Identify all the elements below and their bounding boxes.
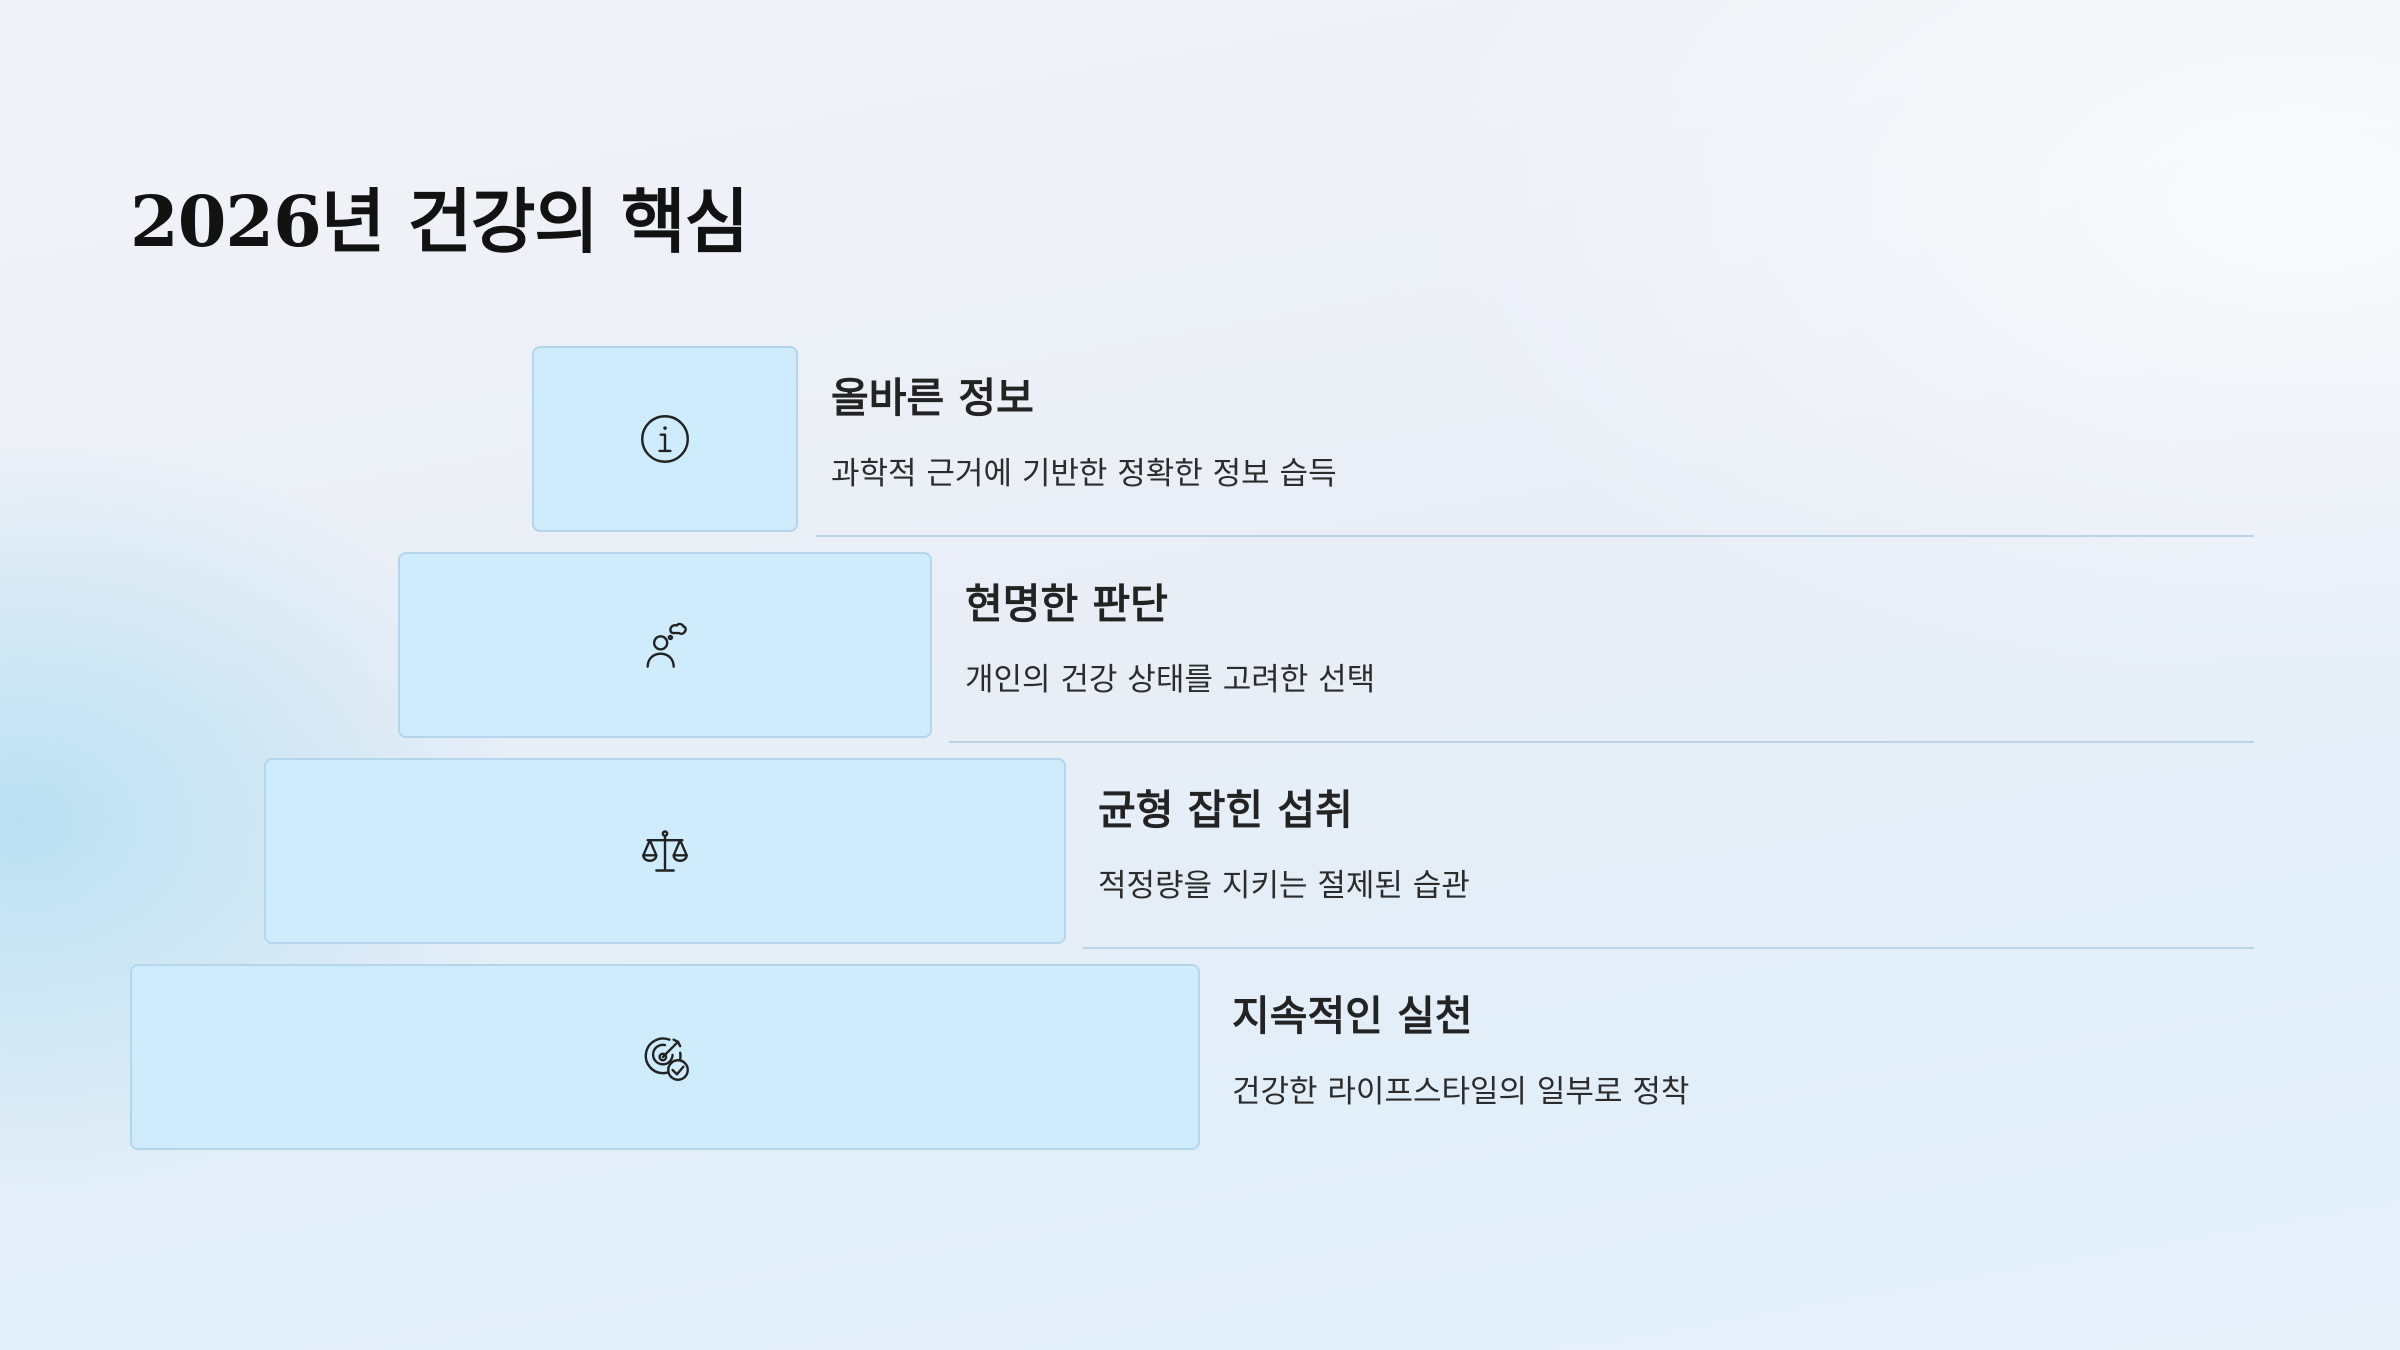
balance-scale-icon — [639, 825, 691, 877]
page-title: 2026년 건강의 핵심 — [130, 180, 749, 263]
step-divider-2 — [949, 741, 2254, 743]
step-description-1: 과학적 근거에 기반한 정확한 정보 습득 — [831, 456, 1337, 492]
step-description-3: 적정량을 지키는 절제된 습관 — [1098, 868, 1470, 904]
step-box-4 — [130, 964, 1200, 1150]
person-thinking-icon — [639, 619, 691, 671]
step-title-4: 지속적인 실천 — [1232, 992, 1473, 1040]
step-box-1 — [532, 346, 798, 532]
step-box-3 — [264, 758, 1066, 944]
step-title-3: 균형 잡힌 섭취 — [1098, 786, 1353, 834]
step-title-1: 올바른 정보 — [831, 374, 1034, 422]
step-box-2 — [398, 552, 932, 738]
step-description-4: 건강한 라이프스타일의 일부로 정착 — [1232, 1074, 1690, 1110]
step-description-2: 개인의 건강 상태를 고려한 선택 — [965, 662, 1376, 698]
info-icon — [639, 413, 691, 465]
step-title-2: 현명한 판단 — [965, 580, 1168, 628]
step-divider-1 — [816, 535, 2254, 537]
target-check-icon — [639, 1031, 691, 1083]
step-divider-3 — [1083, 947, 2254, 949]
